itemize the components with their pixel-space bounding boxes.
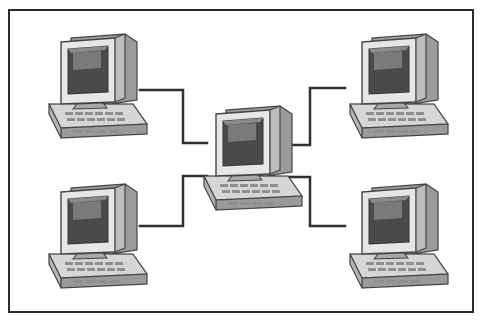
desktop-computer-icon [48, 183, 148, 289]
computer-top-right [349, 33, 449, 139]
desktop-computer-icon [349, 33, 449, 139]
link-hub-top-left [138, 88, 209, 145]
diagram-frame [8, 9, 474, 313]
hub-computer [203, 105, 303, 211]
computer-bottom-left [48, 183, 148, 289]
computer-bottom-right [349, 183, 449, 289]
link-hub-bottom-left [138, 174, 209, 228]
desktop-computer-icon [48, 33, 148, 139]
desktop-computer-icon [349, 183, 449, 289]
desktop-computer-icon [203, 105, 303, 211]
computer-top-left [48, 33, 148, 139]
link-hub-bottom-right [288, 175, 347, 228]
link-hub-top-right [288, 86, 347, 147]
